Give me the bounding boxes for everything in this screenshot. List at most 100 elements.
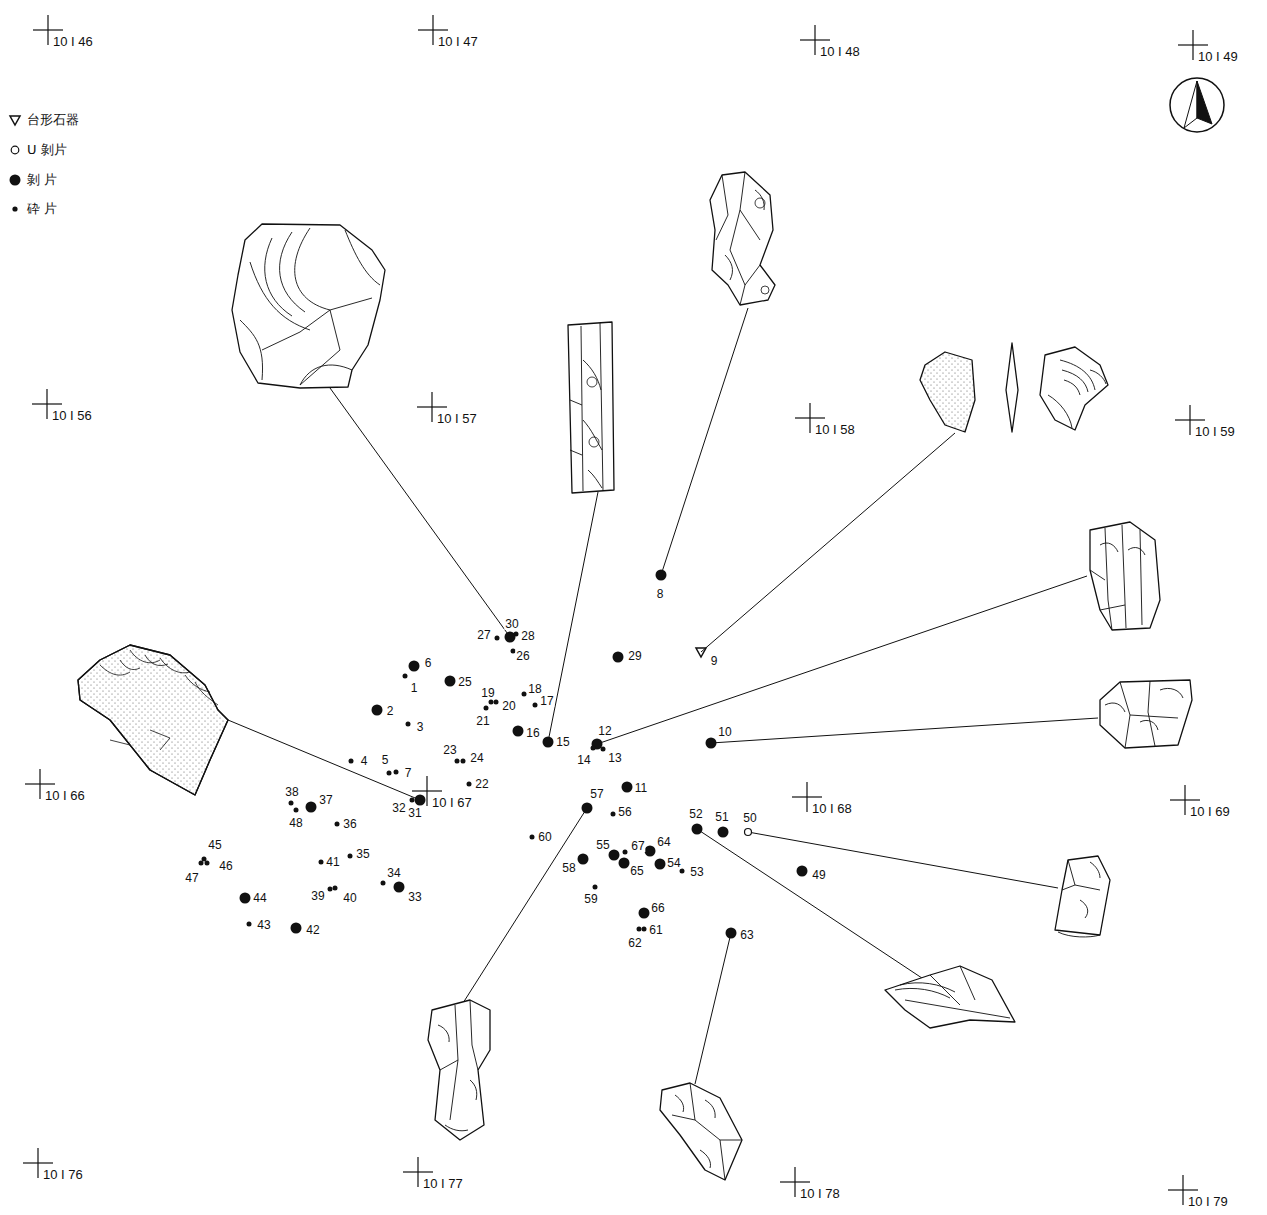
find-point bbox=[328, 887, 333, 892]
artifact-drawings bbox=[78, 78, 1224, 1180]
grid-crosses bbox=[23, 15, 1208, 1205]
legend-symbols bbox=[10, 116, 21, 212]
grid-label: 10 I 68 bbox=[812, 802, 852, 815]
callout-number: 4 bbox=[360, 755, 369, 767]
find-point bbox=[645, 846, 656, 857]
callout-number: 15 bbox=[555, 736, 570, 748]
grid-cross bbox=[1192, 30, 1193, 60]
callout-number: 14 bbox=[576, 754, 591, 766]
callout-number: 40 bbox=[342, 892, 357, 904]
grid-label: 10 I 58 bbox=[815, 423, 855, 436]
grid-label: 10 I 77 bbox=[423, 1177, 463, 1190]
find-point bbox=[289, 801, 294, 806]
leader-line bbox=[330, 388, 510, 637]
callout-number: 11 bbox=[634, 782, 648, 794]
find-point bbox=[394, 882, 405, 893]
callout-number: 10 bbox=[717, 726, 732, 738]
grid-cross bbox=[431, 392, 432, 422]
callout-number: 38 bbox=[284, 786, 299, 798]
find-point bbox=[445, 676, 456, 687]
find-point bbox=[655, 859, 666, 870]
find-point bbox=[513, 726, 524, 737]
callout-number: 22 bbox=[474, 778, 489, 790]
find-point bbox=[591, 746, 596, 751]
grid-label: 10 I 76 bbox=[43, 1168, 83, 1181]
find-point bbox=[349, 759, 354, 764]
grid-cross bbox=[1184, 785, 1185, 815]
callout-number: 65 bbox=[629, 865, 644, 877]
callout-number: 30 bbox=[504, 618, 519, 630]
legend-filled-circle bbox=[10, 175, 21, 186]
callout-number: 51 bbox=[714, 811, 729, 823]
leader-line bbox=[463, 808, 587, 1003]
callout-number: 53 bbox=[689, 866, 704, 878]
find-point bbox=[601, 747, 606, 752]
callout-number: 12 bbox=[597, 725, 612, 737]
grid-cross bbox=[809, 403, 810, 433]
callout-number: 35 bbox=[355, 848, 370, 860]
callout-number: 44 bbox=[252, 892, 267, 904]
callout-number: 2 bbox=[386, 705, 395, 717]
callout-number: 45 bbox=[207, 839, 222, 851]
leader-line bbox=[597, 576, 1087, 744]
find-point bbox=[680, 869, 685, 874]
find-point bbox=[403, 674, 408, 679]
grid-cross bbox=[417, 1157, 418, 1187]
find-point bbox=[522, 692, 527, 697]
grid-cross bbox=[794, 1167, 795, 1197]
find-point bbox=[333, 886, 338, 891]
find-point bbox=[461, 759, 466, 764]
find-point bbox=[406, 722, 411, 727]
find-point bbox=[455, 759, 460, 764]
leader-line bbox=[748, 832, 1058, 888]
find-point bbox=[306, 802, 317, 813]
grid-label: 10 I 46 bbox=[53, 35, 93, 48]
legend-open-circle bbox=[11, 146, 19, 154]
grid-cross bbox=[426, 776, 427, 806]
callout-number: 54 bbox=[666, 857, 681, 869]
callout-number: 8 bbox=[656, 588, 665, 600]
find-point bbox=[205, 861, 210, 866]
callout-number: 61 bbox=[648, 924, 663, 936]
find-point bbox=[467, 782, 472, 787]
find-point bbox=[409, 661, 420, 672]
grid-cross bbox=[37, 1148, 38, 1178]
find-point bbox=[319, 860, 324, 865]
find-point bbox=[335, 822, 340, 827]
grid-label: 10 I 78 bbox=[800, 1187, 840, 1200]
callout-number: 24 bbox=[469, 752, 484, 764]
leader-line bbox=[548, 492, 598, 742]
callout-number: 32 bbox=[391, 802, 406, 814]
find-point bbox=[199, 861, 204, 866]
callout-number: 34 bbox=[386, 867, 401, 879]
find-point bbox=[656, 570, 667, 581]
find-point bbox=[582, 803, 593, 814]
callout-number: 29 bbox=[627, 650, 642, 662]
callout-number: 9 bbox=[710, 655, 719, 667]
callout-number: 37 bbox=[318, 794, 333, 806]
find-point bbox=[623, 850, 628, 855]
callout-number: 64 bbox=[656, 836, 671, 848]
callout-number: 41 bbox=[325, 856, 340, 868]
trapezoid-tool-point bbox=[696, 648, 706, 657]
find-point bbox=[505, 632, 516, 643]
find-point bbox=[415, 795, 426, 806]
callout-number: 3 bbox=[416, 721, 425, 733]
callout-number: 26 bbox=[515, 650, 530, 662]
find-point bbox=[294, 808, 299, 813]
grid-cross bbox=[432, 15, 433, 45]
find-point bbox=[240, 893, 251, 904]
grid-cross bbox=[814, 25, 815, 55]
find-point bbox=[797, 866, 808, 877]
find-point bbox=[495, 636, 500, 641]
find-point bbox=[387, 771, 392, 776]
find-point bbox=[489, 700, 494, 705]
leader-line bbox=[228, 720, 420, 800]
grid-label: 10 I 69 bbox=[1190, 805, 1230, 818]
grid-label: 10 I 48 bbox=[820, 45, 860, 58]
legend-small-dot bbox=[12, 206, 17, 211]
grid-label: 10 I 66 bbox=[45, 789, 85, 802]
callout-number: 31 bbox=[407, 807, 422, 819]
leader-line bbox=[697, 829, 940, 990]
